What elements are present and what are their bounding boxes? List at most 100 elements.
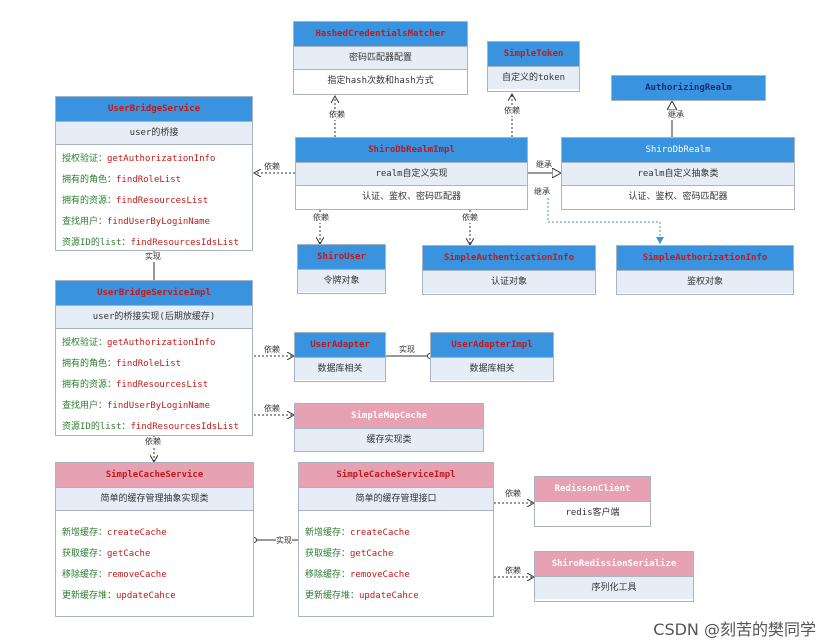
- method-row: 拥有的资源：findResourcesList: [62, 191, 246, 212]
- class-description: 认证对象: [423, 271, 595, 293]
- class-description: 认证、鉴权、密码匹配器: [296, 186, 527, 208]
- method-row: 拥有的角色：findRoleList: [62, 354, 246, 375]
- edge-realm-authorizationinfo: [547, 190, 664, 244]
- class-box-authorizing-realm: AuthorizingRealm: [611, 75, 766, 101]
- rel-label-implements: 实现: [276, 536, 292, 546]
- rel-label-depends: 依赖: [329, 110, 345, 120]
- method-label: 新增缓存：: [305, 528, 351, 538]
- method-label: 查找用户：: [62, 401, 108, 411]
- method-label: 拥有的资源：: [62, 380, 117, 390]
- rel-label-depends: 依赖: [462, 213, 478, 223]
- class-box-user-bridge-service: UserBridgeService user的桥接 授权验证：getAuthor…: [55, 96, 253, 251]
- class-title: SimpleToken: [488, 42, 579, 67]
- class-box-simple-token: SimpleToken 自定义的token: [487, 41, 580, 92]
- class-box-hashed-credentials-matcher: HashedCredentialsMatcher 密码匹配器配置 指定hash次…: [293, 21, 468, 95]
- method-row: 授权验证：getAuthorizationInfo: [62, 149, 246, 170]
- method-row: 查找用户：findUserByLoginName: [62, 396, 246, 417]
- class-description: 自定义的token: [488, 67, 579, 89]
- class-title: SimpleCacheService: [56, 463, 253, 488]
- class-description: 缓存实现类: [295, 429, 483, 451]
- method-name: findUserByLoginName: [107, 401, 210, 411]
- method-row: 获取缓存：getCache: [305, 544, 487, 565]
- class-description: redis客户端: [535, 502, 650, 524]
- class-title: AuthorizingRealm: [612, 76, 765, 100]
- rel-label-implements: 实现: [145, 252, 161, 262]
- method-label: 新增缓存：: [62, 528, 108, 538]
- method-name: findRoleList: [116, 359, 182, 369]
- method-name: getCache: [107, 549, 151, 559]
- class-title: RedissonClient: [535, 477, 650, 502]
- rel-label-depends: 依赖: [264, 345, 280, 355]
- method-list: 新增缓存：createCache 获取缓存：getCache 移除缓存：remo…: [56, 511, 253, 609]
- class-description: realm自定义抽象类: [562, 163, 794, 186]
- class-box-simple-authorization-info: SimpleAuthorizationInfo 鉴权对象: [616, 245, 794, 295]
- class-description: 认证、鉴权、密码匹配器: [562, 186, 794, 208]
- rel-label-depends: 依赖: [264, 162, 280, 172]
- method-label: 获取缓存：: [62, 549, 108, 559]
- class-description: user的桥接实现(后期放缓存): [56, 306, 252, 329]
- rel-label-inherits: 继承: [668, 110, 684, 120]
- class-description: 简单的缓存管理抽象实现类: [56, 488, 253, 511]
- class-box-simple-cache-service: SimpleCacheService 简单的缓存管理抽象实现类 新增缓存：cre…: [55, 462, 254, 617]
- method-row: 新增缓存：createCache: [62, 523, 247, 544]
- class-title: ShiroDbRealm: [562, 138, 794, 163]
- method-row: 授权验证：getAuthorizationInfo: [62, 333, 246, 354]
- rel-label-depends: 依赖: [505, 566, 521, 576]
- class-box-simple-authentication-info: SimpleAuthenticationInfo 认证对象: [422, 245, 596, 295]
- class-title: SimpleAuthorizationInfo: [617, 246, 793, 271]
- method-label: 更新缓存堆：: [305, 591, 360, 601]
- class-box-shiro-db-realm: ShiroDbRealm realm自定义抽象类 认证、鉴权、密码匹配器: [561, 137, 795, 210]
- class-box-redisson-client: RedissonClient redis客户端: [534, 476, 651, 527]
- method-label: 获取缓存：: [305, 549, 351, 559]
- rel-label-depends: 依赖: [505, 489, 521, 499]
- method-label: 资源ID的list：: [62, 422, 131, 432]
- class-description: 序列化工具: [535, 577, 693, 599]
- method-name: getAuthorizationInfo: [107, 154, 216, 164]
- method-row: 获取缓存：getCache: [62, 544, 247, 565]
- class-description: user的桥接: [56, 122, 252, 145]
- method-name: updateCahce: [359, 591, 419, 601]
- method-name: findResourcesIdsList: [130, 238, 239, 248]
- method-label: 移除缓存：: [62, 570, 108, 580]
- class-box-user-adapter: UserAdapter 数据库相关: [294, 332, 386, 382]
- method-name: findUserByLoginName: [107, 217, 210, 227]
- method-row: 更新缓存堆：updateCahce: [62, 586, 247, 607]
- rel-label-inherits: 继承: [536, 160, 552, 170]
- class-box-simple-cache-service-impl: SimpleCacheServiceImpl 简单的缓存管理接口 新增缓存：cr…: [298, 462, 494, 617]
- method-name: removeCache: [107, 570, 167, 580]
- method-name: findResourcesList: [116, 196, 209, 206]
- method-row: 拥有的角色：findRoleList: [62, 170, 246, 191]
- rel-label-depends: 依赖: [264, 404, 280, 414]
- method-name: createCache: [107, 528, 167, 538]
- method-name: getAuthorizationInfo: [107, 338, 216, 348]
- method-name: getCache: [350, 549, 394, 559]
- method-label: 授权验证：: [62, 154, 108, 164]
- class-box-shiro-db-realm-impl: ShiroDbRealmImpl realm自定义实现 认证、鉴权、密码匹配器: [295, 137, 528, 210]
- class-title: HashedCredentialsMatcher: [294, 22, 467, 47]
- class-title: UserBridgeServiceImpl: [56, 281, 252, 306]
- class-description: realm自定义实现: [296, 163, 527, 186]
- method-label: 查找用户：: [62, 217, 108, 227]
- method-label: 拥有的资源：: [62, 196, 117, 206]
- class-title: ShiroUser: [298, 245, 385, 270]
- class-box-user-bridge-service-impl: UserBridgeServiceImpl user的桥接实现(后期放缓存) 授…: [55, 280, 253, 436]
- rel-label-depends: 依赖: [504, 106, 520, 116]
- rel-label-inherits: 继承: [534, 187, 550, 197]
- method-list: 新增缓存：createCache 获取缓存：getCache 移除缓存：remo…: [299, 511, 493, 609]
- method-label: 资源ID的list：: [62, 238, 131, 248]
- method-name: updateCahce: [116, 591, 176, 601]
- method-label: 授权验证：: [62, 338, 108, 348]
- watermark: CSDN @刻苦的樊同学: [653, 620, 816, 639]
- class-title: ShiroRedissionSerialize: [535, 552, 693, 577]
- method-label: 更新缓存堆：: [62, 591, 117, 601]
- rel-label-depends: 依赖: [145, 437, 161, 447]
- method-row: 资源ID的list：findResourcesIdsList: [62, 417, 246, 438]
- method-row: 移除缓存：removeCache: [62, 565, 247, 586]
- method-name: findResourcesIdsList: [130, 422, 239, 432]
- method-row: 查找用户：findUserByLoginName: [62, 212, 246, 233]
- method-list: 授权验证：getAuthorizationInfo 拥有的角色：findRole…: [56, 145, 252, 256]
- method-row: 移除缓存：removeCache: [305, 565, 487, 586]
- method-name: createCache: [350, 528, 410, 538]
- method-row: 资源ID的list：findResourcesIdsList: [62, 233, 246, 254]
- class-description: 简单的缓存管理接口: [299, 488, 493, 511]
